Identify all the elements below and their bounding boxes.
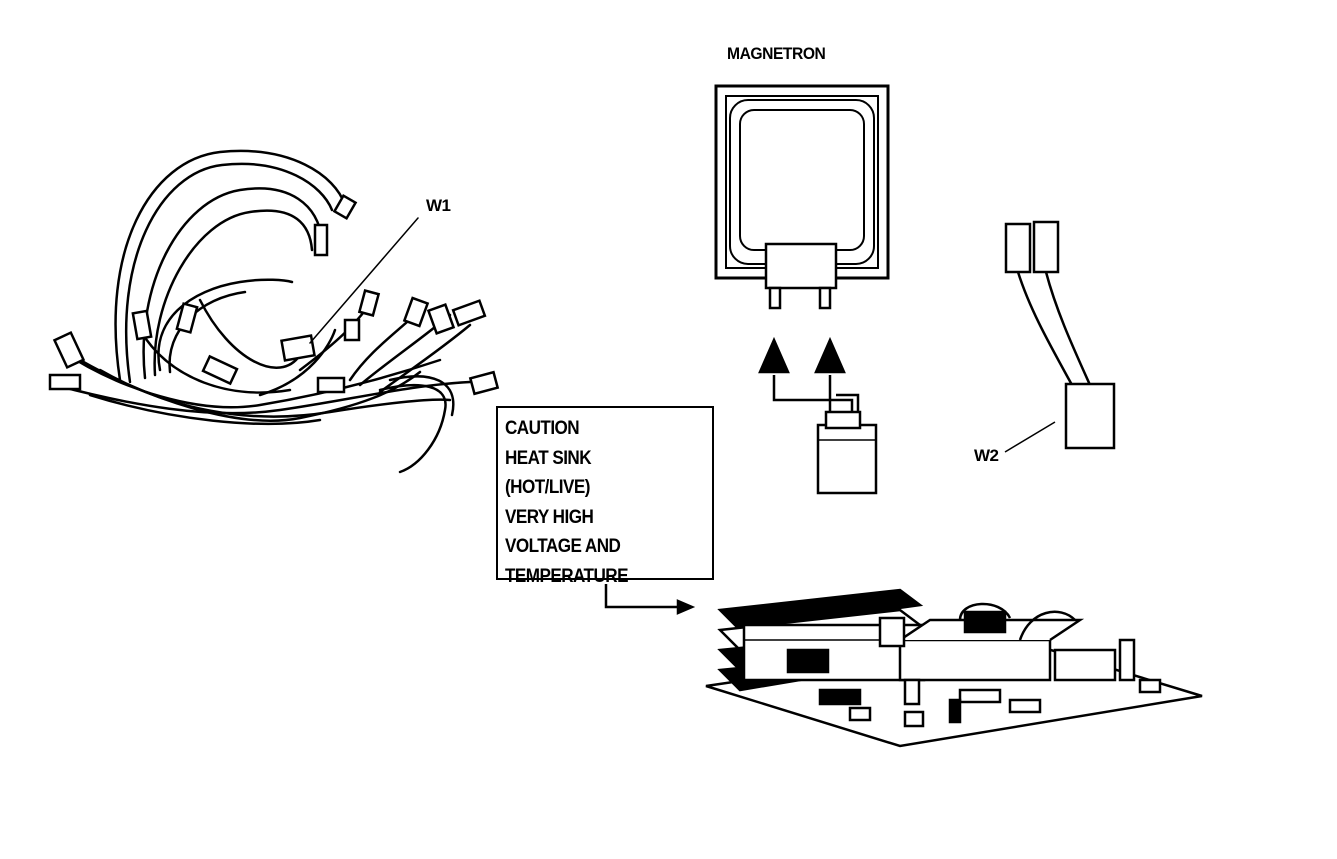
caution-line: HEAT SINK (505, 447, 592, 469)
caution-line: TEMPERATURE (505, 565, 628, 587)
magnetron-label: MAGNETRON (727, 44, 826, 63)
wire-harness-w1 (48, 149, 500, 474)
w1-label: W1 (426, 196, 451, 215)
caution-line: VERY HIGH (505, 506, 594, 528)
caution-box: CAUTION HEAT SINK (HOT/LIVE) VERY HIGH V… (496, 406, 714, 587)
up-arrow-icon (758, 336, 878, 495)
circuit-board-illustration (705, 588, 1203, 748)
lead-wire-w2 (1004, 220, 1116, 453)
magnetron-illustration (714, 84, 890, 310)
caution-line: CAUTION (505, 418, 580, 439)
w2-label: W2 (974, 446, 999, 465)
caution-line: VOLTAGE AND (505, 536, 621, 557)
caution-arrow (604, 584, 696, 615)
caution-line: (HOT/LIVE) (505, 477, 590, 498)
